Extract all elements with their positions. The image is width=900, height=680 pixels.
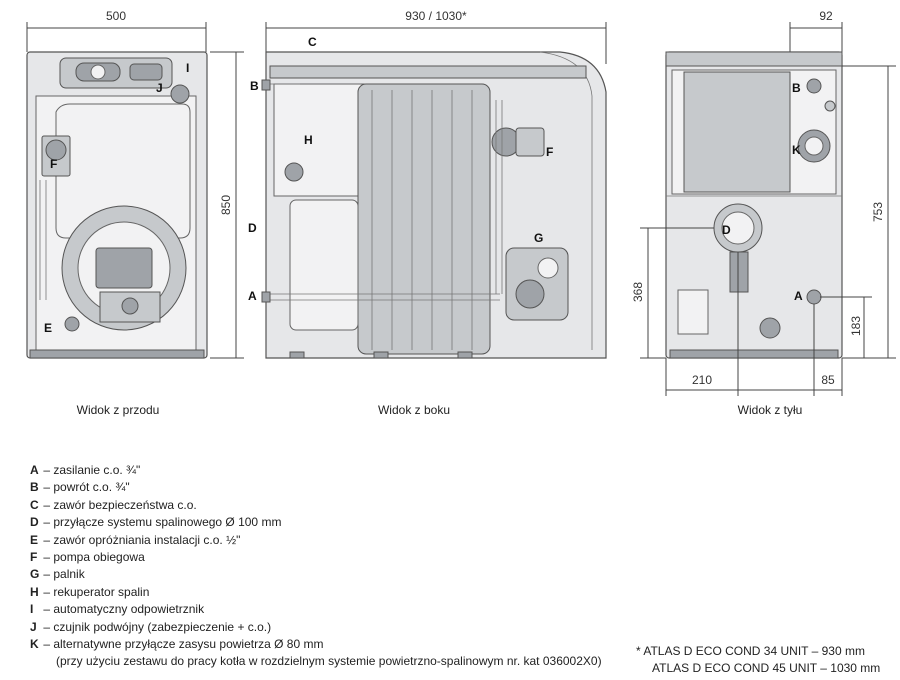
footnote-line-2: ATLAS D ECO COND 45 UNIT – 1030 mm	[652, 661, 881, 676]
rear-bottom-right-dimension: 85	[821, 373, 835, 387]
rear-view: 92 753 183 368	[631, 9, 896, 417]
legend-item-e: E – zawór opróżniania instalacji c.o. ½"	[30, 532, 241, 547]
rear-offset-dimension: 92	[819, 9, 833, 23]
a-height-dimension: 183	[849, 316, 863, 336]
caption-front-view: Widok z przodu	[77, 403, 160, 417]
label-D-rear: D	[722, 223, 731, 237]
legend-item-c: C – zawór bezpieczeństwa c.o.	[30, 497, 197, 512]
front-width-dimension: 500	[106, 9, 126, 23]
legend-item-j: J – czujnik podwójny (zabezpieczenie + c…	[30, 619, 272, 634]
legend-item-a: A – zasilanie c.o. ¾"	[30, 463, 141, 477]
d-height-dimension: 368	[631, 282, 645, 302]
label-C: C	[308, 35, 317, 49]
label-H: H	[304, 133, 313, 147]
label-A: A	[248, 289, 257, 303]
legend-item-g: G – palnik	[30, 567, 85, 582]
height-dimension: 850	[219, 195, 233, 215]
label-I: I	[186, 61, 189, 75]
label-K: K	[792, 143, 801, 157]
label-J: J	[156, 81, 163, 95]
footnote-line-1: * ATLAS D ECO COND 34 UNIT – 930 mm	[636, 644, 865, 658]
label-B: B	[250, 79, 259, 93]
label-G: G	[534, 231, 543, 245]
legend-note: (przy użyciu zestawu do pracy kotła w ro…	[56, 654, 602, 669]
legend-item-f: F – pompa obiegowa	[30, 550, 145, 565]
legend-item-h: H – rekuperator spalin	[30, 584, 150, 599]
side-view: 930 / 1030* C B H F D G	[248, 9, 607, 417]
label-A-rear: A	[794, 289, 803, 303]
label-D: D	[248, 221, 257, 235]
label-F: F	[50, 157, 57, 171]
label-F-side: F	[546, 145, 553, 159]
rear-height-dimension: 753	[871, 202, 885, 222]
legend-item-k: K – alternatywne przyłącze zasysu powiet…	[30, 637, 324, 652]
rear-bottom-left-dimension: 210	[692, 373, 712, 387]
legend-item-d: D – przyłącze systemu spalinowego Ø 100 …	[30, 515, 282, 530]
footnote: * ATLAS D ECO COND 34 UNIT – 930 mm ATLA…	[636, 643, 880, 678]
front-view: 500 850 I J F E Widok z prz	[26, 9, 244, 417]
caption-side-view: Widok z boku	[378, 403, 450, 417]
caption-rear-view: Widok z tyłu	[738, 403, 803, 417]
legend: A – zasilanie c.o. ¾" B – powrót c.o. ¾"…	[30, 462, 602, 671]
label-E: E	[44, 321, 52, 335]
label-B-rear: B	[792, 81, 801, 95]
side-width-dimension: 930 / 1030*	[405, 9, 467, 23]
legend-item-i: I – automatyczny odpowietrznik	[30, 602, 205, 617]
legend-item-b: B – powrót c.o. ¾"	[30, 480, 130, 495]
